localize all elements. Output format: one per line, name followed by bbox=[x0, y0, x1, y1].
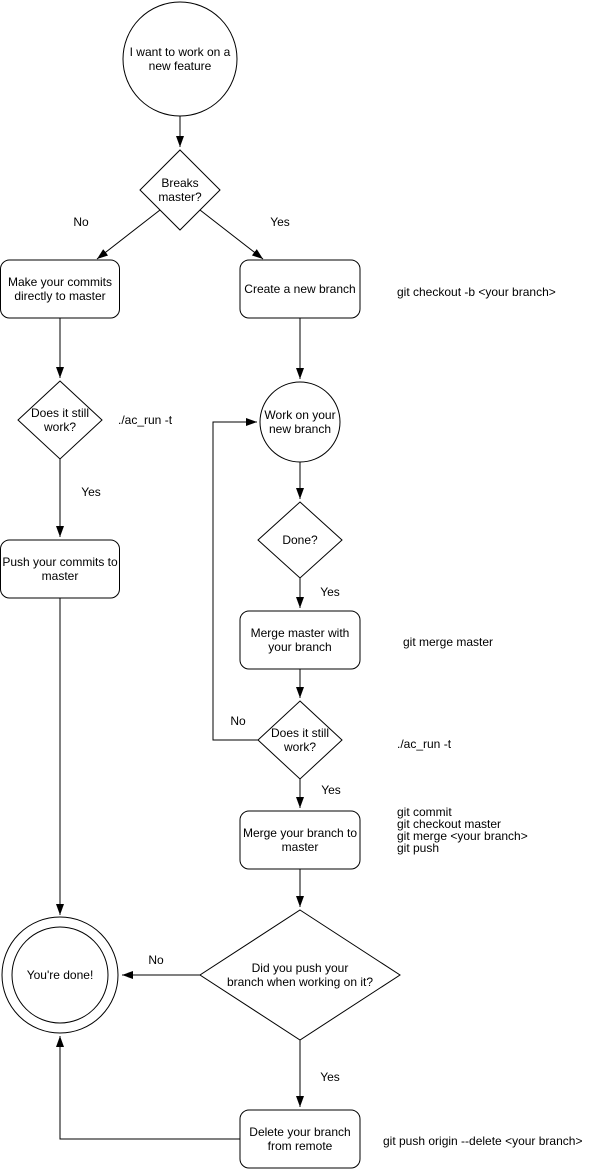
merge-master-rect bbox=[239, 610, 361, 670]
start-node-label: I want to work on a new feature bbox=[129, 45, 231, 73]
still-work-2-no-label: No bbox=[229, 714, 247, 728]
delete-branch-label: Delete your branch from remote bbox=[249, 1125, 351, 1153]
create-branch-rect bbox=[239, 259, 361, 319]
edge-delete-branch-to-done-circle bbox=[56, 1036, 240, 1140]
youre-done-label: You're done! bbox=[26, 968, 94, 982]
merge-master-label: Merge master with your branch bbox=[250, 626, 350, 654]
still-work-2-yes-label: Yes bbox=[320, 783, 342, 797]
still-work-1-yes-label: Yes bbox=[80, 485, 102, 499]
work-branch-circle bbox=[259, 381, 341, 463]
breaks-no-label: No bbox=[72, 215, 90, 229]
did-push-label: Did you push your branch when working on… bbox=[226, 961, 374, 989]
edge-breaks-yes-to-create-branch bbox=[199, 209, 264, 260]
merge-branch-label: Merge your branch to master bbox=[242, 826, 358, 854]
merge-branch-rect bbox=[239, 810, 361, 870]
still-work-2-label: Does it still work? bbox=[270, 726, 329, 754]
did-push-diamond bbox=[199, 909, 401, 1041]
make-commits-rect bbox=[0, 259, 120, 319]
annotation-ac-run-1: ./ac_run -t bbox=[118, 413, 173, 427]
still-work-1-diamond bbox=[17, 380, 103, 460]
push-commits-rect bbox=[0, 539, 120, 599]
delete-branch-rect bbox=[239, 1109, 361, 1169]
did-push-yes-label: Yes bbox=[319, 1070, 341, 1084]
edge-still-work-2-no-to-work-branch bbox=[212, 418, 258, 741]
start-circle bbox=[122, 1, 238, 117]
work-branch-label: Work on your new branch bbox=[264, 408, 336, 436]
breaks-master-diamond bbox=[139, 149, 221, 231]
push-commits-label: Push your commits to master bbox=[2, 555, 118, 583]
annotation-ac-run-2: ./ac_run -t bbox=[397, 737, 452, 751]
breaks-master-label: Breaks master? bbox=[158, 176, 202, 204]
create-branch-label: Create a new branch bbox=[244, 282, 356, 296]
breaks-yes-label: Yes bbox=[269, 215, 291, 229]
done-label: Done? bbox=[282, 533, 318, 547]
edge-breaks-no-to-make-commits bbox=[96, 209, 161, 260]
done-circle-inner bbox=[11, 926, 109, 1024]
did-push-no-label: No bbox=[147, 953, 165, 967]
still-work-1-label: Does it still work? bbox=[30, 406, 89, 434]
done-yes-label: Yes bbox=[319, 585, 341, 599]
done-diamond bbox=[257, 501, 343, 579]
annotation-git-push-delete: git push origin --delete <your branch> bbox=[383, 1134, 583, 1148]
annotation-git-merge-master: git merge master bbox=[403, 635, 494, 649]
make-commits-label: Make your commits directly to master bbox=[7, 275, 113, 303]
annotation-git-checkout: git checkout -b <your branch> bbox=[397, 285, 556, 299]
annotation-merge-push-commands: git commit git checkout master git merge… bbox=[397, 805, 528, 855]
still-work-2-diamond bbox=[257, 700, 343, 780]
